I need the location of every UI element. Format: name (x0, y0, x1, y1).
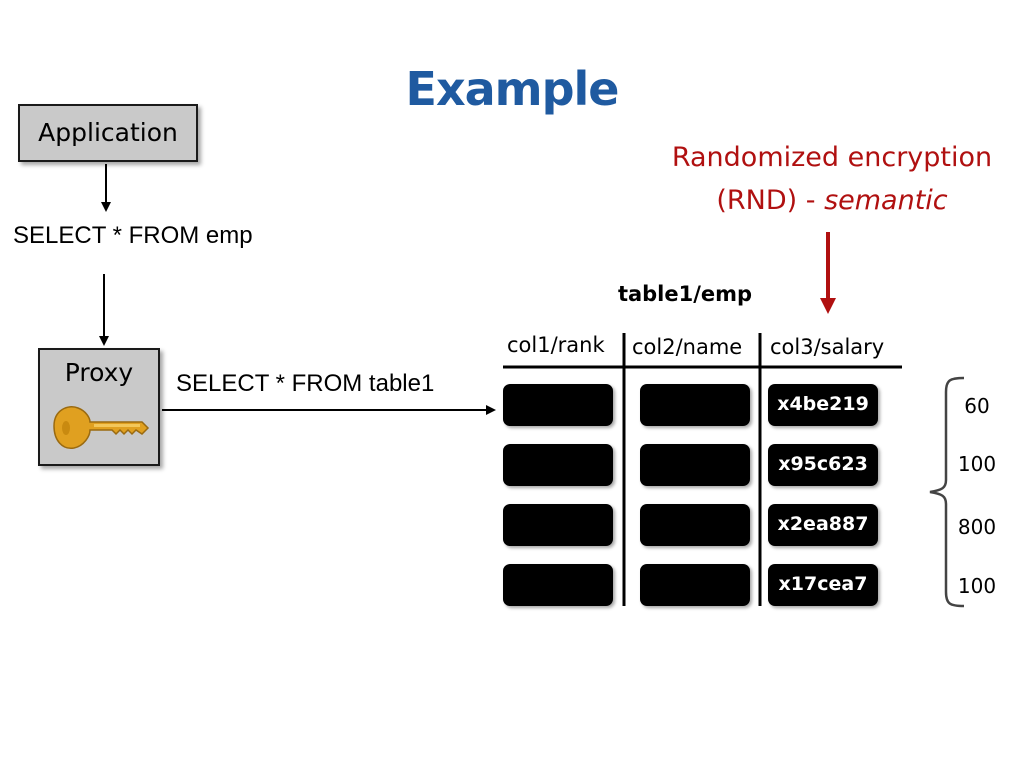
column-header-1: col1/rank (507, 333, 605, 357)
encrypted-cell (640, 384, 750, 426)
ciphertext-cell: x95c623 (768, 444, 878, 486)
slide-title: Example (405, 62, 620, 116)
ciphertext-cell: x17cea7 (768, 564, 878, 606)
proxy-query-text: SELECT * FROM table1 (176, 370, 435, 397)
key-icon (53, 406, 150, 449)
application-label: Application (38, 118, 178, 147)
encrypted-cell (640, 564, 750, 606)
plaintext-value: 100 (957, 574, 997, 598)
encrypted-cell (503, 444, 613, 486)
rnd-semantic-text: semantic (824, 185, 948, 216)
rnd-annotation: Randomized encryption (RND) - semantic (640, 136, 1024, 222)
rnd-line2: (RND) - semantic (640, 179, 1024, 222)
encrypted-cell (503, 384, 613, 426)
encrypted-cell (503, 564, 613, 606)
application-box: Application (18, 104, 198, 162)
ciphertext-cell: x2ea887 (768, 504, 878, 546)
column-header-2: col2/name (632, 335, 743, 359)
client-query-text: SELECT * FROM emp (13, 222, 253, 249)
proxy-label: Proxy (64, 358, 134, 387)
plaintext-value: 60 (964, 394, 990, 418)
rnd-line1: Randomized encryption (671, 142, 993, 173)
encrypted-cell (640, 504, 750, 546)
column-header-3: col3/salary (770, 335, 885, 359)
encrypted-cell (503, 504, 613, 546)
proxy-box: Proxy (38, 348, 160, 466)
plaintext-value: 800 (957, 515, 997, 539)
table-title: table1/emp (617, 282, 753, 306)
ciphertext-cell: x4be219 (768, 384, 878, 426)
grouping-brace (929, 376, 965, 608)
plaintext-value: 100 (957, 452, 997, 476)
encrypted-cell (640, 444, 750, 486)
rnd-line2-prefix: (RND) - (716, 185, 825, 216)
